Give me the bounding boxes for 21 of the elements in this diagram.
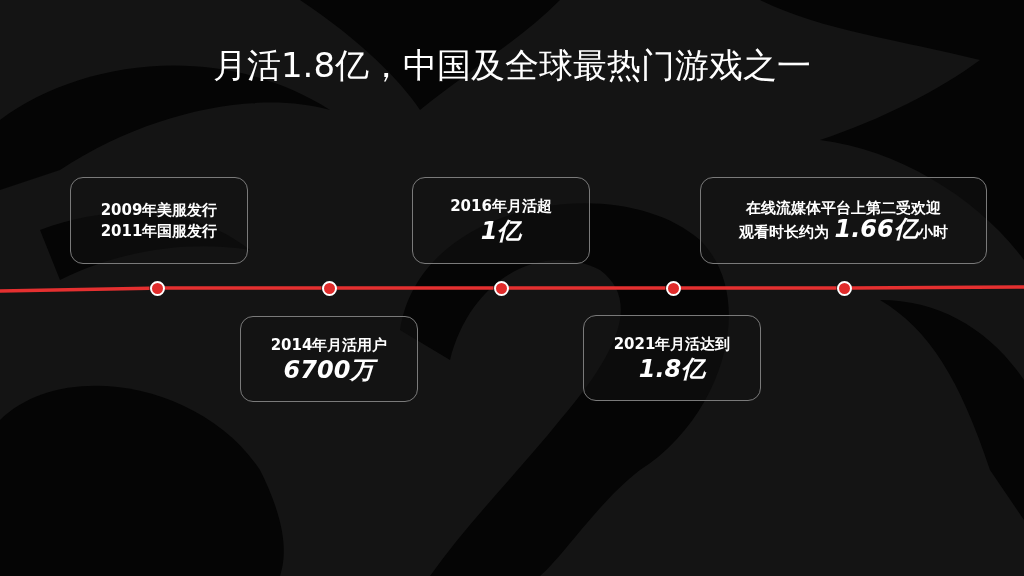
event-text: 2021年月活达到 [613,333,731,355]
timeline-line [164,286,322,290]
timeline-line [508,286,666,290]
event-text: 2016年月活超 [450,196,552,217]
event-box [412,177,590,264]
event-box [700,177,987,264]
timeline-line [851,285,1024,290]
event-box [583,315,761,401]
title: 月活1.8亿，中国及全球最热门游戏之一 [211,44,813,86]
event-text: 2009年美服发行 [100,199,218,221]
timeline-line [0,286,150,293]
timeline-line [680,286,837,290]
timeline-line [336,286,494,290]
event-text: 2014年月活用户 [270,334,388,356]
event-text: 在线流媒体平台上第二受欢迎 [746,198,941,217]
stat-value: 1亿 [480,217,522,245]
event-text: 2011年国服发行 [100,220,218,242]
event-text: 观看时长约为 1.66亿小时 [739,219,948,243]
event-box [240,316,418,402]
event-box [70,177,248,264]
stat-value: 1.8亿 [638,354,706,383]
